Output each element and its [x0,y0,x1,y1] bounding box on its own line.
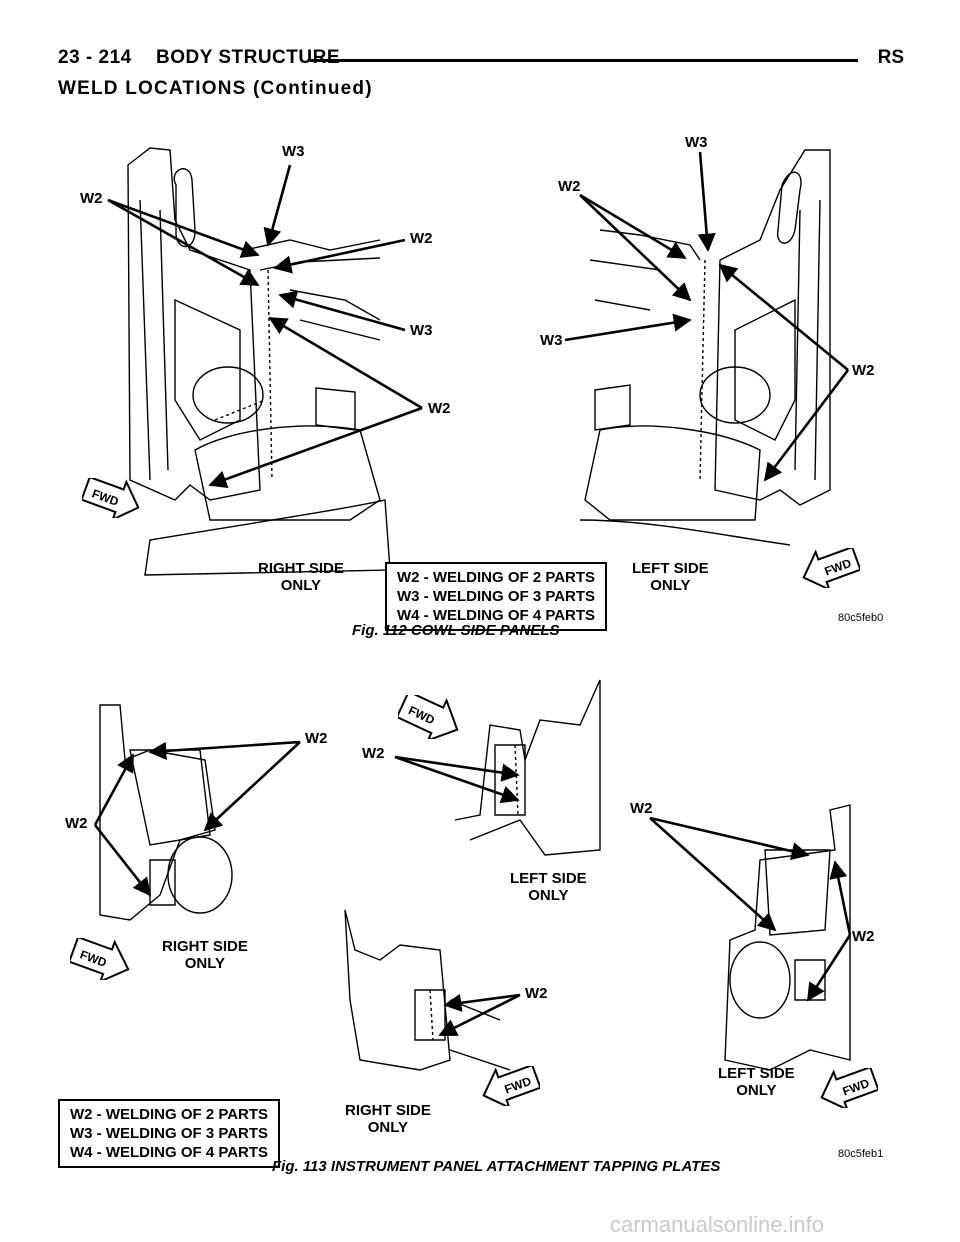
fig113-drawing-4 [724,804,851,1071]
fwd-arrow-icon: FWD [70,938,130,980]
fwd-arrow-icon: FWD [802,548,860,588]
callout-w2: W2 [630,800,653,817]
section-title: BODY STRUCTURE [156,47,340,68]
figure-ref-code: 80c5feb0 [838,612,884,624]
fig113-drawing-3 [344,909,511,1071]
callout-w2: W2 [65,815,88,832]
fig113-arrows [93,740,852,1037]
callout-w2: W2 [852,362,875,379]
fig112-right-drawing [127,147,391,576]
callout-w3: W3 [540,332,563,349]
callout-w3: W3 [282,143,305,160]
callout-w2: W2 [362,745,385,762]
figure-caption: Fig. 112 COWL SIDE PANELS [352,622,560,639]
callout-w3: W3 [685,134,708,151]
callout-w3: W3 [410,322,433,339]
callout-w2: W2 [525,985,548,1002]
figure-caption: Fig. 113 INSTRUMENT PANEL ATTACHMENT TAP… [272,1158,721,1175]
callout-w2: W2 [428,400,451,417]
fwd-arrow-icon: FWD [82,478,140,518]
fig112-arrows [107,151,850,488]
fwd-arrow-icon: FWD [820,1068,878,1108]
callout-w2: W2 [558,178,581,195]
fig113-drawing-2 [454,679,601,856]
fwd-arrow-icon: FWD [482,1066,540,1106]
callout-w2: W2 [305,730,328,747]
header-rule [310,59,858,62]
page-header: 23 - 214 BODY STRUCTURE RS [58,47,904,77]
callout-w2: W2 [410,230,433,247]
figure-ref-code: 80c5feb1 [838,1148,884,1160]
callout-w2: W2 [852,928,875,945]
footer-watermark: carmanualsonline.info [610,1212,825,1237]
fig113-drawing-1 [99,704,233,921]
fwd-arrow-icon: FWD [398,695,459,739]
page-number: 23 - 214 [58,47,132,68]
section-subheading: WELD LOCATIONS (Continued) [58,78,373,99]
callout-w2: W2 [80,190,103,207]
model-code: RS [877,47,904,68]
